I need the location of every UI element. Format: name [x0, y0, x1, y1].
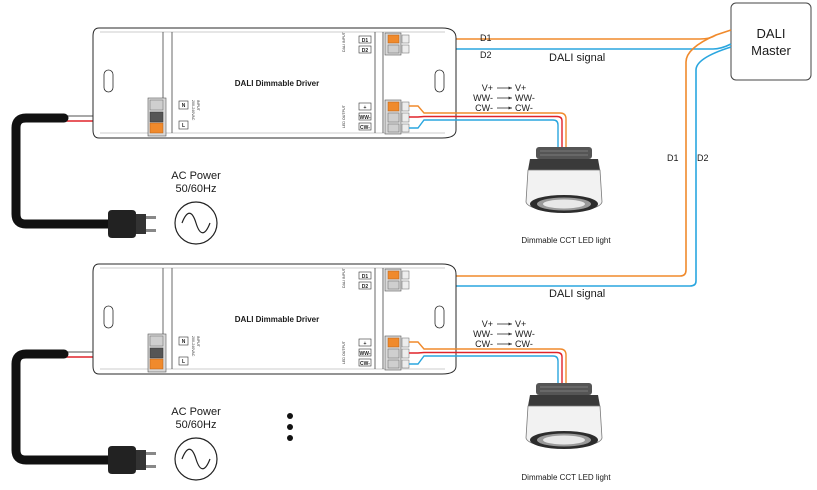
power-plug-icon	[108, 210, 156, 238]
terminal-d2: D2	[362, 284, 369, 290]
d1-label-vertical: D1	[667, 153, 679, 163]
terminal-ww: WW-	[359, 115, 370, 121]
dali-input-label: DALI INPUT	[342, 267, 346, 288]
map-to-cw: CW-	[515, 339, 533, 349]
terminal-d2: D2	[362, 48, 369, 54]
map-from-cw: CW-	[475, 103, 493, 113]
d2-wire-top	[409, 43, 732, 50]
continuation-dots-icon	[287, 413, 293, 441]
ac-power-line2: 50/60Hz	[176, 183, 217, 195]
cw-wire	[409, 355, 559, 383]
map-to-vplus: V+	[515, 83, 526, 93]
terminal-ww: WW-	[359, 351, 370, 357]
input-label: INPUT	[196, 100, 200, 112]
terminal-l: L	[182, 123, 185, 129]
terminal-vplus: +	[364, 341, 367, 347]
d2-label-vertical: D2	[697, 153, 709, 163]
dali-signal-label-top: DALI signal	[549, 52, 605, 64]
dali-master-line1: DALI	[757, 26, 786, 41]
dali-input-label: DALI INPUT	[342, 31, 346, 52]
ac-source-icon	[174, 437, 218, 481]
driver-title: DALI Dimmable Driver	[235, 315, 319, 324]
d1-wire-top	[409, 29, 732, 40]
terminal-l: L	[182, 359, 185, 365]
cw-wire	[409, 119, 559, 147]
input-rating: 200-240VAC	[191, 336, 195, 357]
ww-wire	[409, 351, 563, 383]
led-light-label: Dimmable CCT LED light	[521, 473, 611, 482]
wiring-map: V+ V+ WW- WW- CW- CW-	[473, 319, 535, 349]
d2-label-top: D2	[480, 50, 492, 60]
d1-wire-down	[409, 34, 717, 277]
map-to-cw: CW-	[515, 103, 533, 113]
led-output-label: LED OUTPUT	[342, 104, 346, 128]
power-cable	[11, 113, 115, 229]
map-to-vplus: V+	[515, 319, 526, 329]
input-rating: 200-240VAC	[191, 100, 195, 121]
ac-source-icon	[174, 201, 218, 245]
dali-signal-label-bottom: DALI signal	[549, 288, 605, 300]
led-output-label: LED OUTPUT	[342, 340, 346, 364]
d2-wire-down	[409, 46, 732, 287]
map-from-cw: CW-	[475, 339, 493, 349]
unit-2: DALI Dimmable Driver DALI INPUT LED OUTP…	[11, 263, 611, 482]
ac-power-line2: 50/60Hz	[176, 419, 217, 431]
map-from-vplus: V+	[482, 83, 493, 93]
driver-title: DALI Dimmable Driver	[235, 79, 319, 88]
terminal-n: N	[182, 339, 186, 345]
ac-power-line1: AC Power	[171, 170, 221, 182]
unit-1: DALI Dimmable Driver DALI INPUT LED OUTP…	[11, 27, 611, 245]
vplus-wire	[409, 105, 567, 147]
dali-bus-wires	[409, 29, 732, 287]
map-from-vplus: V+	[482, 319, 493, 329]
ww-wire	[409, 115, 563, 147]
terminal-vplus: +	[364, 105, 367, 111]
terminal-cw: CW-	[360, 125, 370, 131]
map-from-ww: WW-	[473, 93, 493, 103]
power-plug-icon	[108, 446, 156, 474]
map-from-ww: WW-	[473, 329, 493, 339]
dali-master-line2: Master	[751, 43, 791, 58]
dali-master[interactable]: DALI Master	[730, 2, 812, 81]
power-cable	[11, 349, 115, 465]
wiring-map: V+ V+ WW- WW- CW- CW-	[473, 83, 535, 113]
terminal-d1: D1	[362, 38, 369, 44]
vplus-wire	[409, 341, 567, 383]
led-light-icon	[525, 146, 603, 214]
terminal-n: N	[182, 103, 186, 109]
led-light-label: Dimmable CCT LED light	[521, 236, 611, 245]
d1-label-top: D1	[480, 33, 492, 43]
terminal-cw: CW-	[360, 361, 370, 367]
map-to-ww: WW-	[515, 93, 535, 103]
ac-power-line1: AC Power	[171, 406, 221, 418]
led-light-icon	[525, 382, 603, 450]
map-to-ww: WW-	[515, 329, 535, 339]
input-label: INPUT	[196, 336, 200, 348]
terminal-d1: D1	[362, 274, 369, 280]
